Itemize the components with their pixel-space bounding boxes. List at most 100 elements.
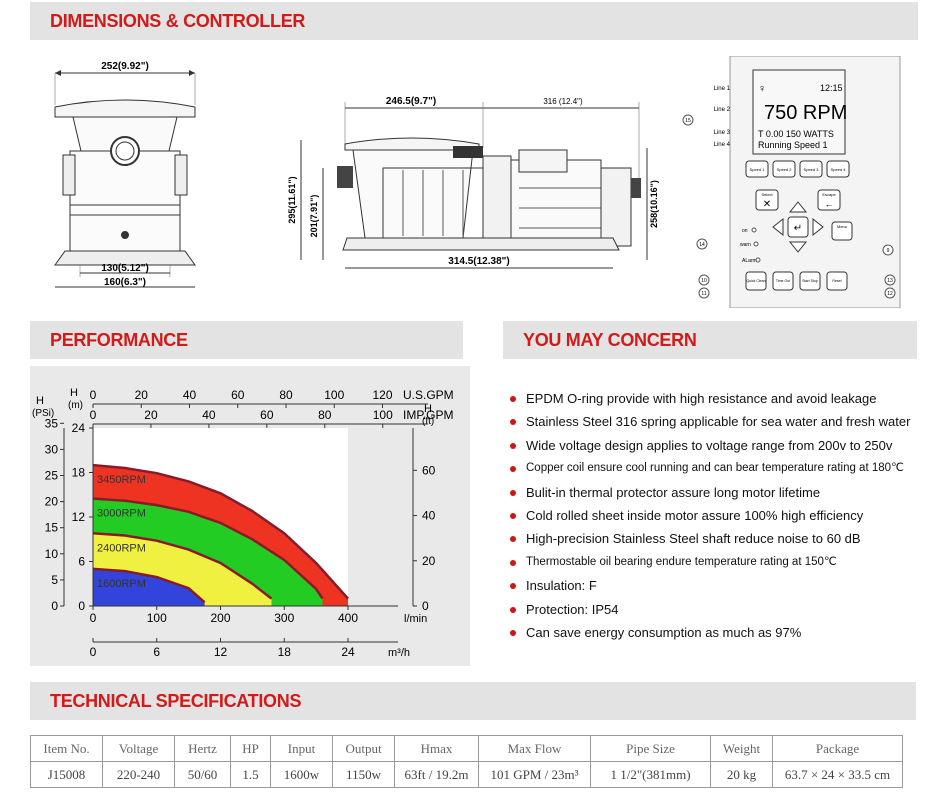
front-width-label: 252(9.92") (101, 61, 149, 72)
series-label-2400RPM: 2400RPM (97, 542, 146, 554)
y-m-tick-label: 0 (78, 599, 85, 613)
spec-value-cell: 1 1/2"(381mm) (590, 761, 711, 788)
spec-value-cell: 1150w (332, 761, 395, 788)
spec-value-cell: 63.7 × 24 × 33.5 cm (772, 761, 903, 788)
impgpm-tick-label: 80 (318, 408, 332, 422)
spec-header-cell: Voltage (102, 735, 175, 762)
svg-text:Quick Clean: Quick Clean (746, 279, 765, 283)
dimensions-title: DIMENSIONS & CONTROLLER (50, 10, 306, 31)
led-alarm-label: ALarm (742, 258, 757, 264)
y-psi-tick-label: 20 (45, 495, 59, 509)
usgpm-tick-label: 80 (279, 388, 293, 402)
concern-item: Stainless Steel 316 spring applicable fo… (506, 413, 910, 436)
enter-button[interactable] (787, 216, 809, 238)
y-psi-tick-label: 15 (45, 521, 59, 535)
front-base-inner-label: 130(5.12") (101, 263, 149, 274)
svg-text:Speed 4: Speed 4 (831, 167, 847, 172)
arrow-down-button[interactable] (788, 241, 808, 253)
led-on-label: on (742, 228, 748, 234)
concern-item: Cold rolled sheet inside motor assure 10… (506, 507, 910, 530)
svg-text:Select: Select (761, 192, 773, 197)
x2-tick-label: 18 (278, 645, 292, 659)
usgpm-label: U.S.GPM (403, 388, 454, 402)
x2-axis-label: m³/h (388, 647, 410, 659)
y-m-tick-label: 6 (78, 555, 85, 569)
svg-text:Reset: Reset (832, 279, 841, 283)
controller-line3-label: Line 3 (714, 130, 731, 136)
escape-button[interactable] (817, 189, 841, 211)
y-ft-tick-label: 60 (422, 463, 436, 477)
arrow-left-button[interactable] (772, 217, 784, 237)
series-line-1600RPM (92, 567, 206, 604)
svg-text:12: 12 (887, 291, 893, 297)
concern-item: Protection: IP54 (506, 601, 910, 624)
dimensions-banner: DIMENSIONS & CONTROLLER (30, 2, 918, 40)
menu-button[interactable] (831, 221, 853, 241)
specs-title: TECHNICAL SPECIFICATIONS (50, 690, 302, 711)
series-label-3000RPM: 3000RPM (97, 507, 146, 519)
concern-title: YOU MAY CONCERN (523, 329, 697, 350)
select-button[interactable] (755, 189, 779, 211)
spec-header-cell: Package (772, 735, 903, 762)
svg-text:11: 11 (701, 291, 706, 297)
y-psi-label-h: H (36, 395, 44, 407)
svg-text:10: 10 (701, 278, 707, 284)
svg-text:Speed 2: Speed 2 (777, 167, 793, 172)
svg-text:9: 9 (887, 248, 890, 254)
concern-item: Thermostable oil bearing endure temperat… (506, 554, 910, 577)
speed-buttons[interactable]: Speed 1 Speed 2 Speed 3 Speed 4 (745, 160, 850, 178)
lock-icon: ♀ (758, 83, 766, 95)
spec-value-cell: 1600w (270, 761, 333, 788)
usgpm-tick-label: 120 (372, 388, 392, 402)
impgpm-tick-label: 0 (90, 408, 97, 422)
spec-value-cell: 101 GPM / 23m³ (478, 761, 591, 788)
impgpm-tick-label: 40 (202, 408, 216, 422)
side-height-inlet-label: 201(7.91") (309, 195, 319, 238)
side-motor-label: 316 (12.4") (543, 97, 583, 106)
y-ft-tick-label: 40 (422, 509, 436, 523)
concern-item: Wide voltage design applies to voltage r… (506, 437, 910, 460)
spec-header-cell: Hertz (174, 735, 231, 762)
x-tick-label: 300 (274, 611, 294, 625)
pump-side-drawing: 246.5(9.7") 316 (12.4") 295(11.61") 201(… (287, 96, 659, 269)
y-m-tick-label: 24 (72, 421, 86, 435)
arrow-up-button[interactable] (788, 201, 808, 213)
spec-header-cell: HP (230, 735, 271, 762)
pump-front-drawing: 252(9.92") 130(5.12") 160(6.3") (54, 61, 196, 288)
y-psi-tick-label: 35 (45, 416, 59, 430)
svg-text:15: 15 (685, 118, 691, 124)
svg-text:13: 13 (887, 278, 893, 284)
series-label-3450RPM: 3450RPM (97, 474, 146, 486)
y-m-tick-label: 18 (72, 466, 86, 480)
x2-tick-label: 12 (214, 645, 228, 659)
spec-value-cell: 220-240 (102, 761, 175, 788)
y-ft-label-unit: (ft) (422, 416, 434, 427)
controller-time: 12:15 (820, 83, 843, 93)
impgpm-tick-label: 60 (260, 408, 274, 422)
y-m-tick-label: 12 (72, 510, 86, 524)
series-label-1600RPM: 1600RPM (97, 578, 146, 590)
spec-header-cell: Output (332, 735, 395, 762)
y-psi-tick-label: 0 (51, 599, 58, 613)
controller-panel: ♀ 12:15 750 RPM T 0.00 150 WATTS Running… (682, 56, 901, 308)
usgpm-tick-label: 0 (90, 388, 97, 402)
impgpm-tick-label: 100 (373, 408, 393, 422)
x-tick-label: 400 (338, 611, 358, 625)
concern-list: EPDM O-ring provide with high resistance… (506, 390, 910, 647)
bottom-buttons[interactable]: Quick Clean Time Out Start Stop Reset (745, 271, 848, 291)
spec-header-cell: Item No. (30, 735, 103, 762)
led-warn-label: warn (740, 242, 751, 248)
side-height-motor-label: 258(10.16") (649, 180, 659, 228)
x-axis-label: l/min (404, 613, 427, 625)
concern-item: Can save energy consumption as much as 9… (506, 624, 910, 647)
usgpm-tick-label: 60 (231, 388, 245, 402)
concern-item: High-precision Stainless Steel shaft red… (506, 530, 910, 553)
spec-value-cell: 20 kg (710, 761, 773, 788)
x2-tick-label: 6 (153, 645, 160, 659)
side-height-total-label: 295(11.61") (287, 176, 297, 223)
arrow-right-button[interactable] (812, 217, 824, 237)
side-strainer-label: 246.5(9.7") (386, 96, 436, 107)
